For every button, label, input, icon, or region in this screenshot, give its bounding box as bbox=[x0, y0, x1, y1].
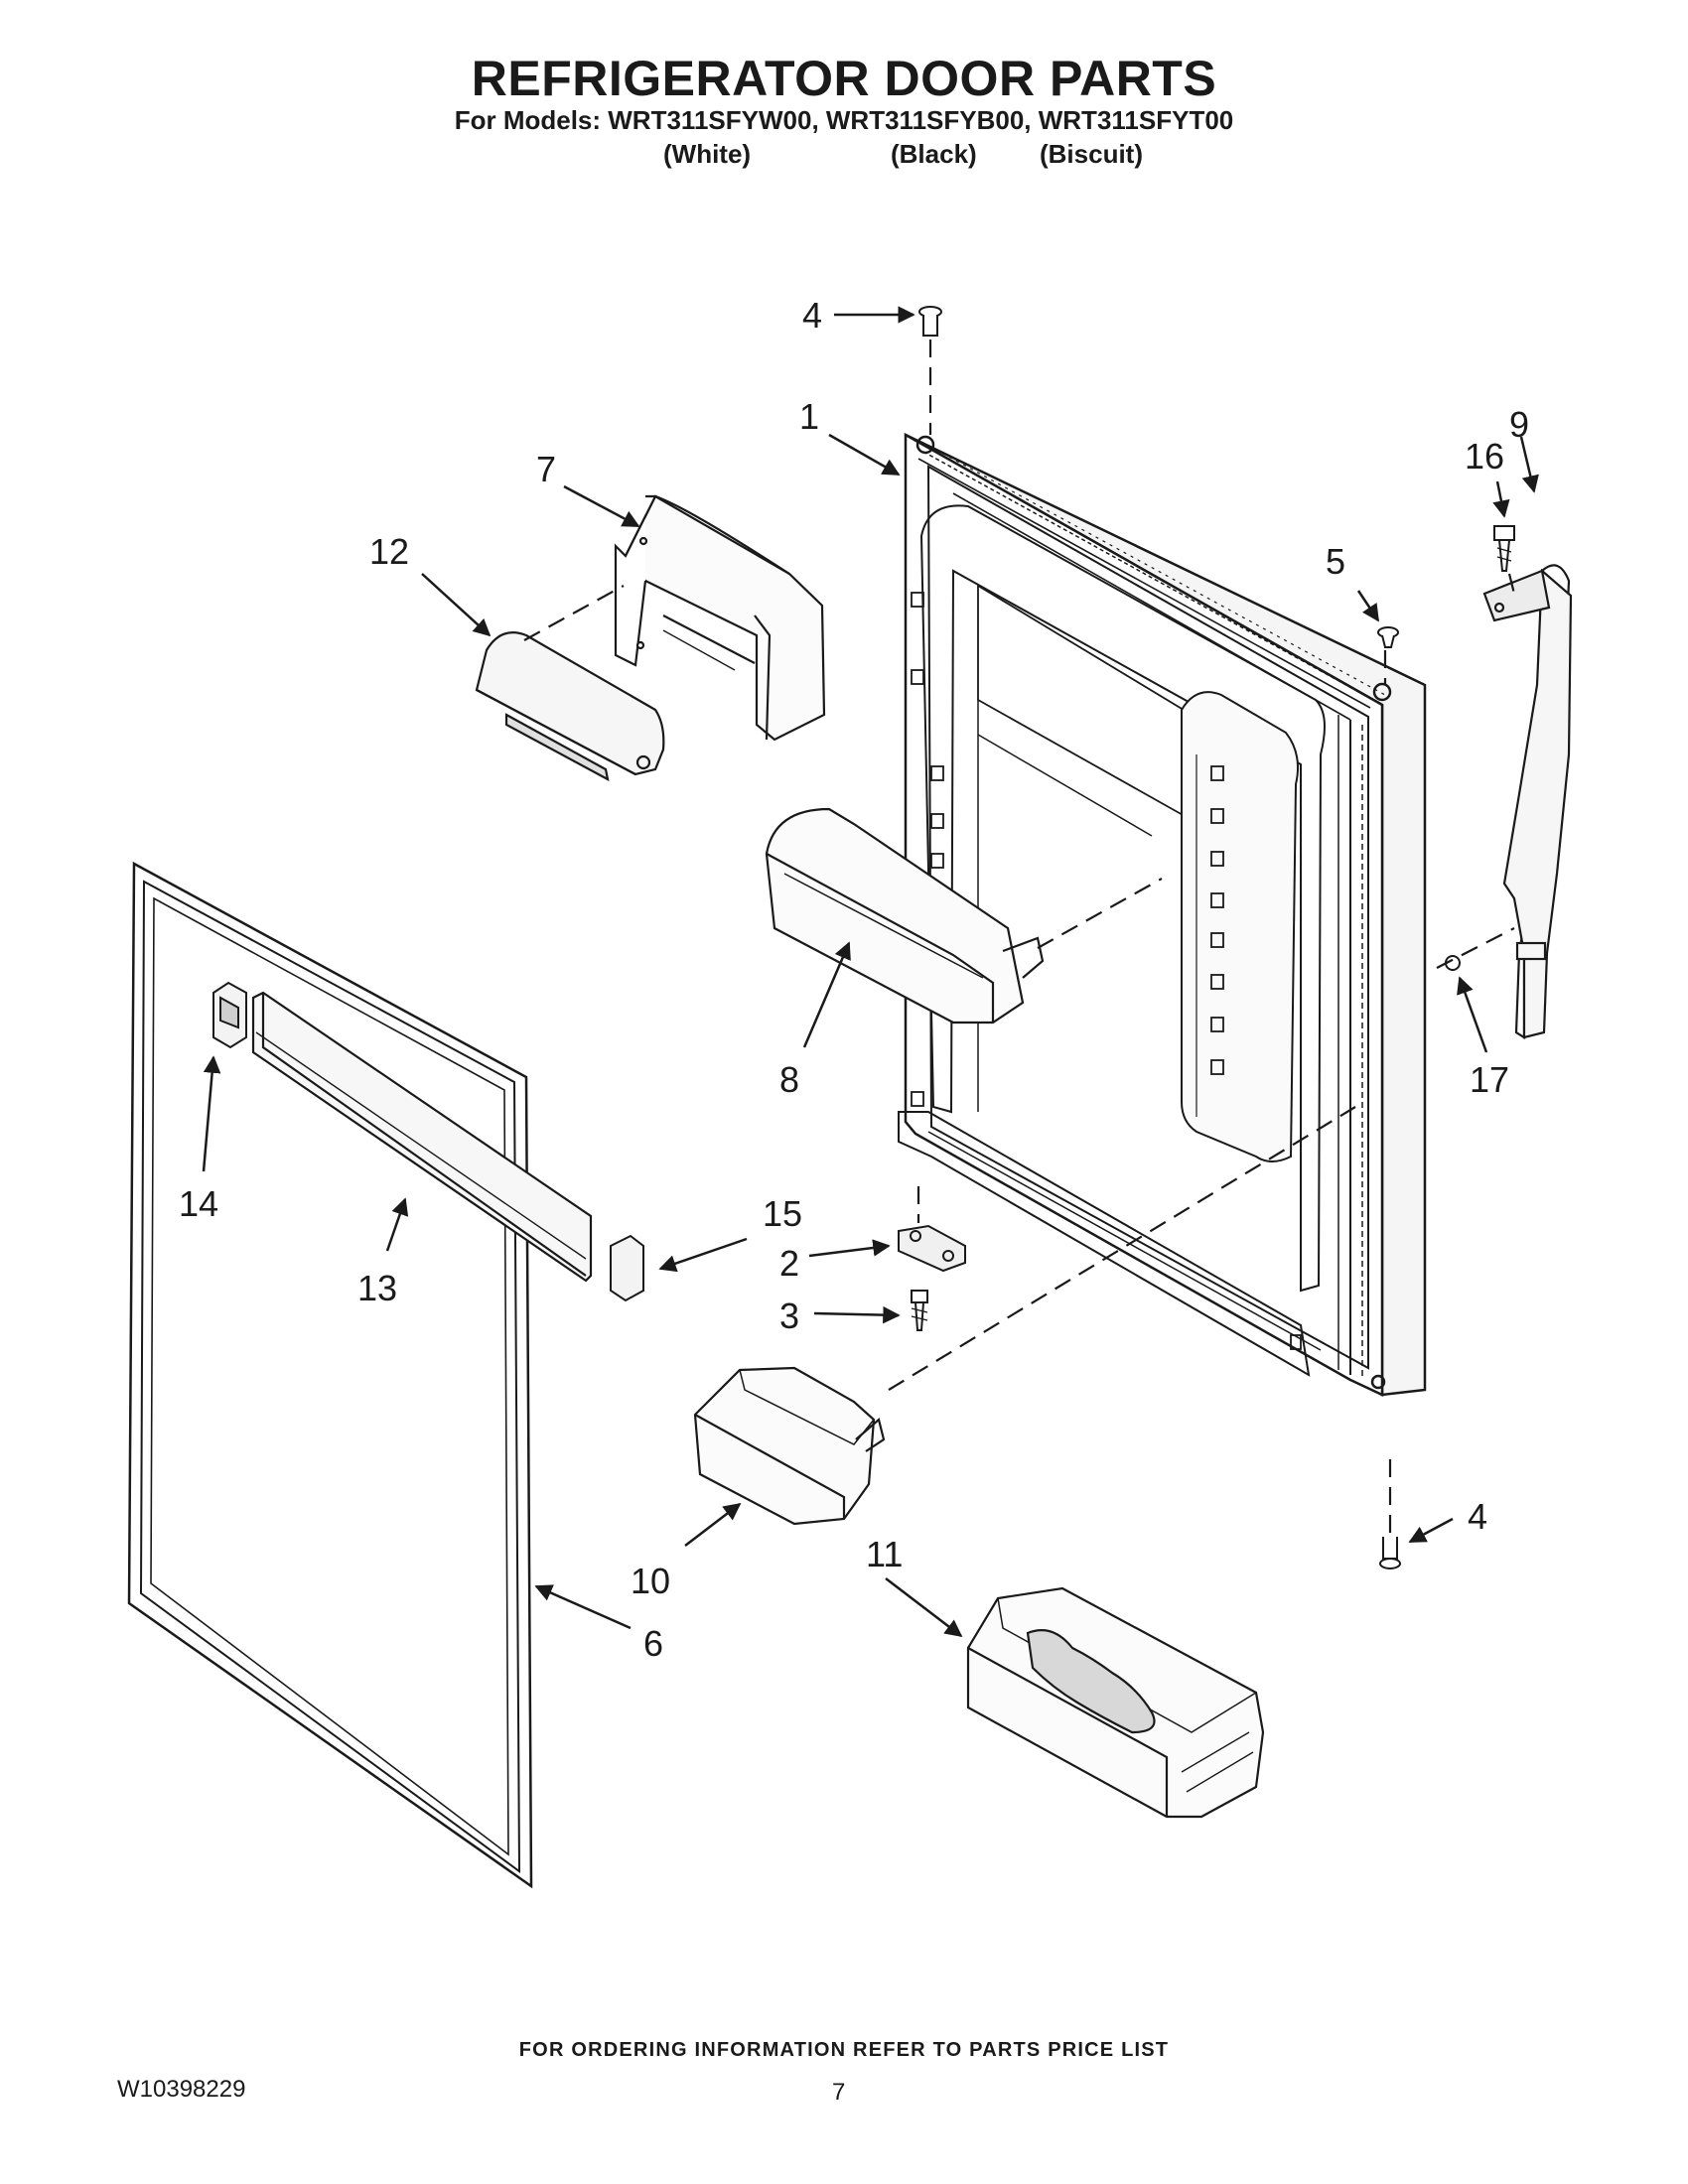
egg-tray-bin bbox=[966, 1586, 1265, 1819]
door-assembly bbox=[898, 432, 1427, 1397]
callout-2: 2 bbox=[779, 1243, 799, 1284]
callout-7: 7 bbox=[536, 449, 556, 489]
lower-door-bin bbox=[693, 1366, 886, 1526]
trim-clip bbox=[212, 981, 247, 1049]
document-number: W10398229 bbox=[117, 2076, 246, 2103]
hinge-screw bbox=[911, 1290, 928, 1331]
callout-3: 3 bbox=[779, 1296, 799, 1336]
door-handle bbox=[1482, 564, 1573, 1039]
callout-6: 6 bbox=[643, 1623, 663, 1664]
callout-4-bottom: 4 bbox=[1468, 1496, 1487, 1537]
callout-4-top: 4 bbox=[802, 295, 822, 336]
callout-11: 11 bbox=[866, 1534, 903, 1574]
door-gasket bbox=[127, 861, 533, 1889]
door-shelf-bin bbox=[765, 807, 1045, 1024]
trim-end-cap bbox=[610, 1234, 644, 1302]
callout-labels: 4 1 5 7 12 8 9 16 17 14 13 15 2 3 4 10 1… bbox=[179, 295, 1529, 1664]
handle-screw bbox=[1493, 525, 1515, 572]
callout-16: 16 bbox=[1465, 436, 1504, 477]
callout-17: 17 bbox=[1470, 1059, 1509, 1100]
bottom-hinge bbox=[898, 1224, 966, 1273]
upper-door-bin bbox=[614, 494, 826, 742]
callout-9: 9 bbox=[1509, 404, 1529, 445]
callout-8: 8 bbox=[779, 1059, 799, 1100]
callout-13: 13 bbox=[357, 1268, 397, 1308]
callout-14: 14 bbox=[179, 1183, 218, 1224]
callout-15: 15 bbox=[763, 1193, 802, 1234]
color-label-biscuit: (Biscuit) bbox=[1040, 139, 1143, 169]
callout-10: 10 bbox=[631, 1561, 670, 1601]
page-title: REFRIGERATOR DOOR PARTS bbox=[471, 51, 1217, 106]
callout-5: 5 bbox=[1326, 541, 1345, 582]
leader-arrows bbox=[202, 306, 1539, 1638]
bottom-hinge-pin bbox=[1379, 1537, 1401, 1570]
page-number: 7 bbox=[832, 2079, 846, 2106]
models-line: For Models: WRT311SFYW00, WRT311SFYB00, … bbox=[454, 105, 1234, 135]
callout-12: 12 bbox=[369, 531, 409, 572]
dairy-door-cover bbox=[475, 631, 665, 782]
top-hinge-pin bbox=[918, 306, 942, 337]
callout-1: 1 bbox=[799, 396, 819, 437]
hinge-plug bbox=[1377, 626, 1399, 648]
color-label-white: (White) bbox=[663, 139, 752, 169]
ordering-note: FOR ORDERING INFORMATION REFER TO PARTS … bbox=[518, 2039, 1170, 2061]
door-trim-bar bbox=[251, 991, 593, 1283]
assembly-lines bbox=[523, 340, 1516, 1534]
color-label-black: (Black) bbox=[891, 139, 977, 169]
